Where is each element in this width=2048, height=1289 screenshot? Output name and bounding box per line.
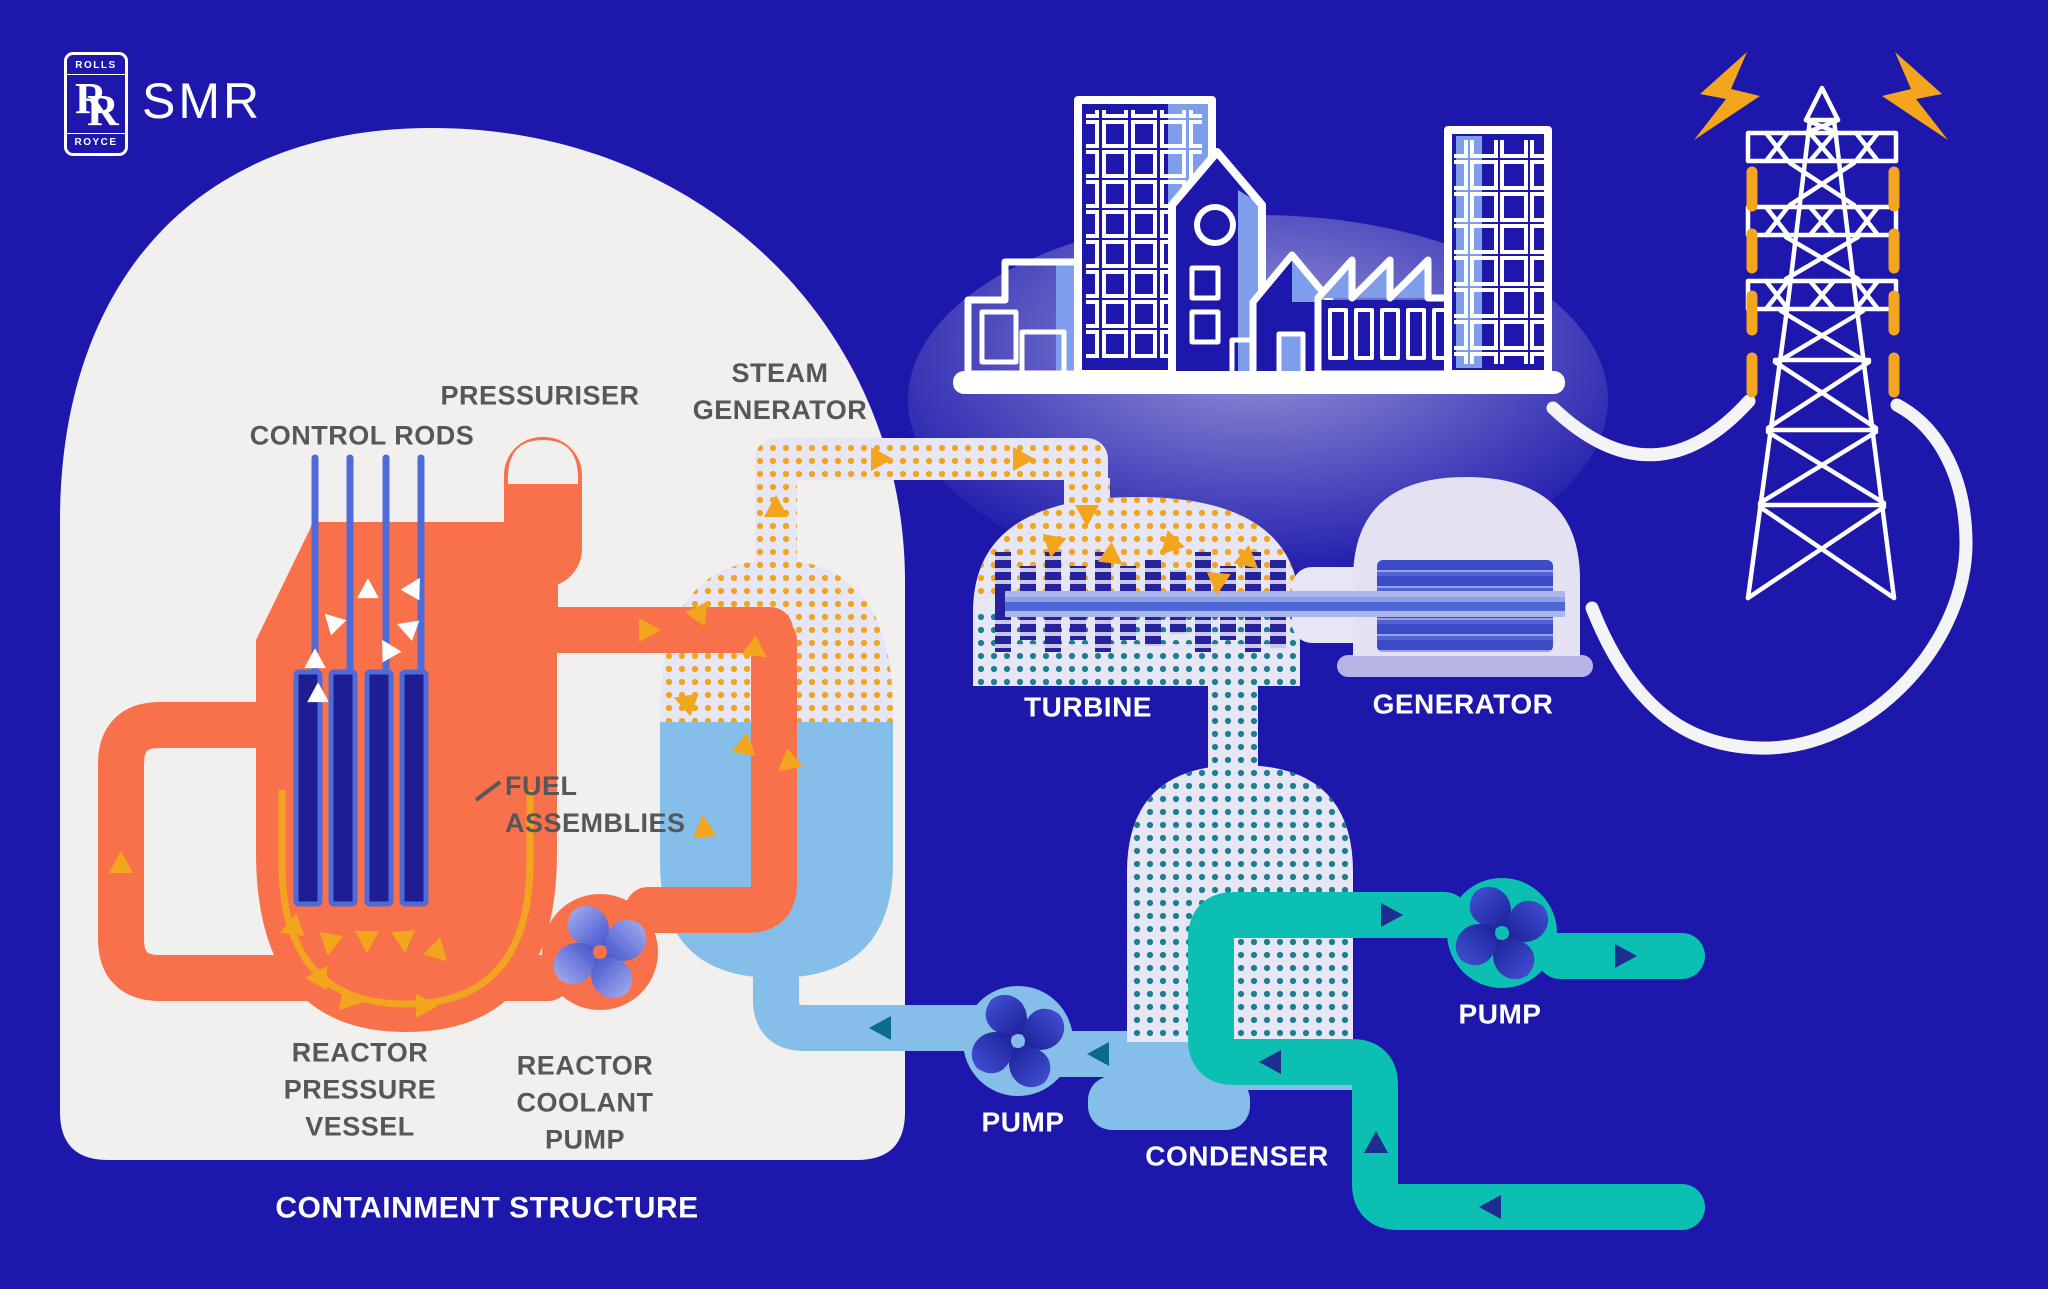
label-reactor-pressure-vessel: REACTOR PRESSURE VESSEL xyxy=(283,1037,437,1142)
city-skyline xyxy=(953,96,1565,394)
fuel-assemblies-icon xyxy=(293,669,429,907)
label-pressuriser: PRESSURISER xyxy=(440,380,640,411)
feedwater-pump-icon xyxy=(963,986,1073,1096)
condenser-tray xyxy=(1088,1076,1250,1130)
pylon-insulator-dashes xyxy=(1746,166,1900,398)
smr-wordmark: SMR xyxy=(142,73,263,129)
lightning-bolt-icon xyxy=(1694,52,1948,140)
fuel-pointer-line xyxy=(474,780,502,802)
label-generator: GENERATOR xyxy=(1372,688,1554,720)
electricity-pylon-icon xyxy=(1745,85,1899,601)
reactor-coolant-pump-icon xyxy=(542,894,658,1010)
label-control-rods: CONTROL RODS xyxy=(249,420,475,451)
logo-royce-text: ROYCE xyxy=(67,133,125,148)
label-feed-pump: PUMP xyxy=(981,1106,1065,1138)
generator-base xyxy=(1337,655,1593,677)
logo-rolls-text: ROLLS xyxy=(67,60,125,75)
building-spire-icon xyxy=(1168,148,1266,377)
logo-monogram-r2: R xyxy=(87,86,119,135)
label-cooling-pump: PUMP xyxy=(1458,998,1542,1030)
label-containment-structure: CONTAINMENT STRUCTURE xyxy=(275,1191,699,1225)
transmission-cables xyxy=(1546,394,1973,755)
label-steam-generator: STEAM GENERATOR xyxy=(692,358,868,425)
cooling-pump-icon xyxy=(1447,878,1557,988)
turbine-shaft xyxy=(1005,591,1565,617)
label-fuel-assemblies: FUEL ASSEMBLIES xyxy=(505,771,686,838)
city-ground-bar xyxy=(953,371,1565,394)
label-reactor-coolant-pump: REACTOR COOLANT PUMP xyxy=(516,1050,654,1155)
building-tower-right-icon xyxy=(1444,126,1552,378)
label-turbine: TURBINE xyxy=(1024,691,1152,723)
label-condenser: CONDENSER xyxy=(1145,1140,1329,1172)
rolls-royce-logo: ROLLS R R ROYCE xyxy=(64,52,128,156)
pressuriser-cap xyxy=(508,440,578,484)
logo-monogram-r1: R xyxy=(75,74,107,123)
generator xyxy=(1005,477,1593,677)
